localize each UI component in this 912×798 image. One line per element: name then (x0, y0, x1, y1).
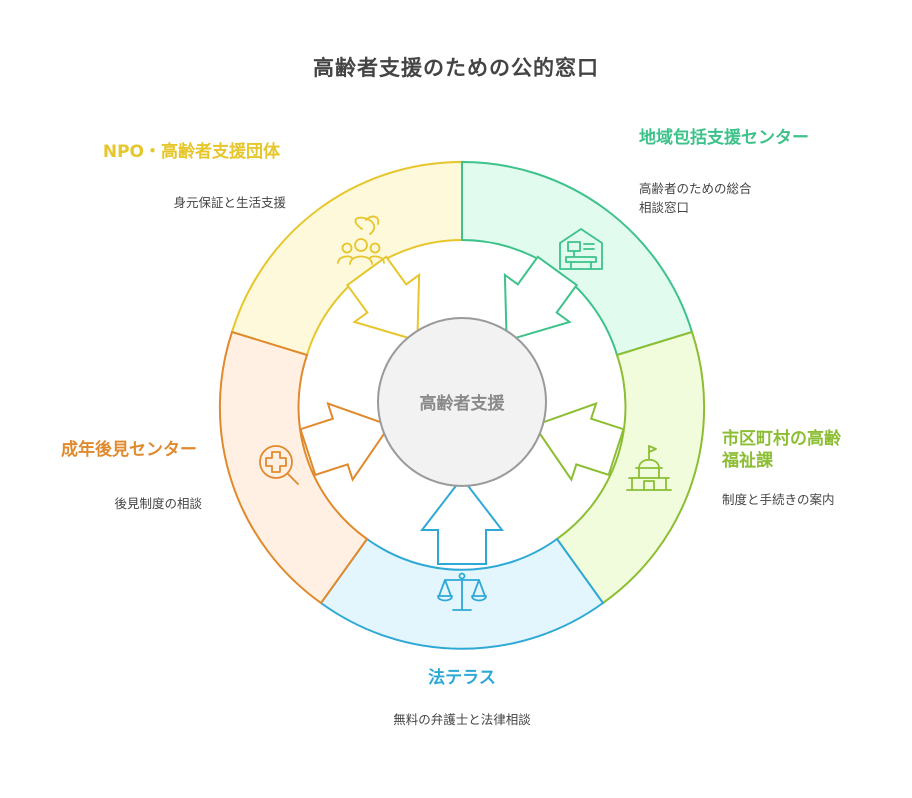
arrow-seinen (299, 401, 392, 482)
description-npo: 身元保証と生活支援 (173, 195, 286, 210)
arrow-npo (345, 255, 421, 342)
service-desk-icon (559, 228, 603, 270)
description-chiiki-line-2: 相談窓口 (639, 200, 690, 215)
heading-shichoson: 市区町村の高齢 福祉課 (722, 428, 892, 472)
medical-search-icon (259, 445, 299, 485)
heading-shichoson-line-1: 市区町村の高齢 (722, 429, 841, 449)
center-label: 高齢者支援 (420, 393, 506, 414)
description-chiiki: 高齢者のための総合 相談窓口 (639, 179, 819, 217)
city-hall-icon (626, 445, 672, 491)
heading-hoterasu: 法テラス (428, 668, 496, 688)
people-group-icon (337, 215, 385, 265)
description-shichoson: 制度と手続きの案内 (722, 492, 835, 507)
arrow-hoterasu (419, 476, 505, 565)
description-chiiki-line-1: 高齢者のための総合 (639, 181, 752, 196)
sector-shichoson (555, 330, 706, 605)
heading-chiiki: 地域包括支援センター (639, 128, 809, 148)
diagram-title: 高齢者支援のための公的窓口 (313, 56, 599, 80)
scales-icon (437, 572, 487, 611)
sector-seinen (218, 330, 369, 605)
heading-npo: NPO・高齢者支援団体 (102, 142, 280, 162)
heading-shichoson-line-2: 福祉課 (722, 451, 773, 471)
arrow-chiiki (503, 255, 579, 342)
heading-seinen: 成年後見センター (61, 440, 197, 460)
arrow-shichoson (532, 401, 625, 482)
description-seinen: 後見制度の相談 (114, 496, 202, 511)
description-hoterasu: 無料の弁護士と法律相談 (393, 712, 531, 727)
center-hub (377, 317, 547, 487)
